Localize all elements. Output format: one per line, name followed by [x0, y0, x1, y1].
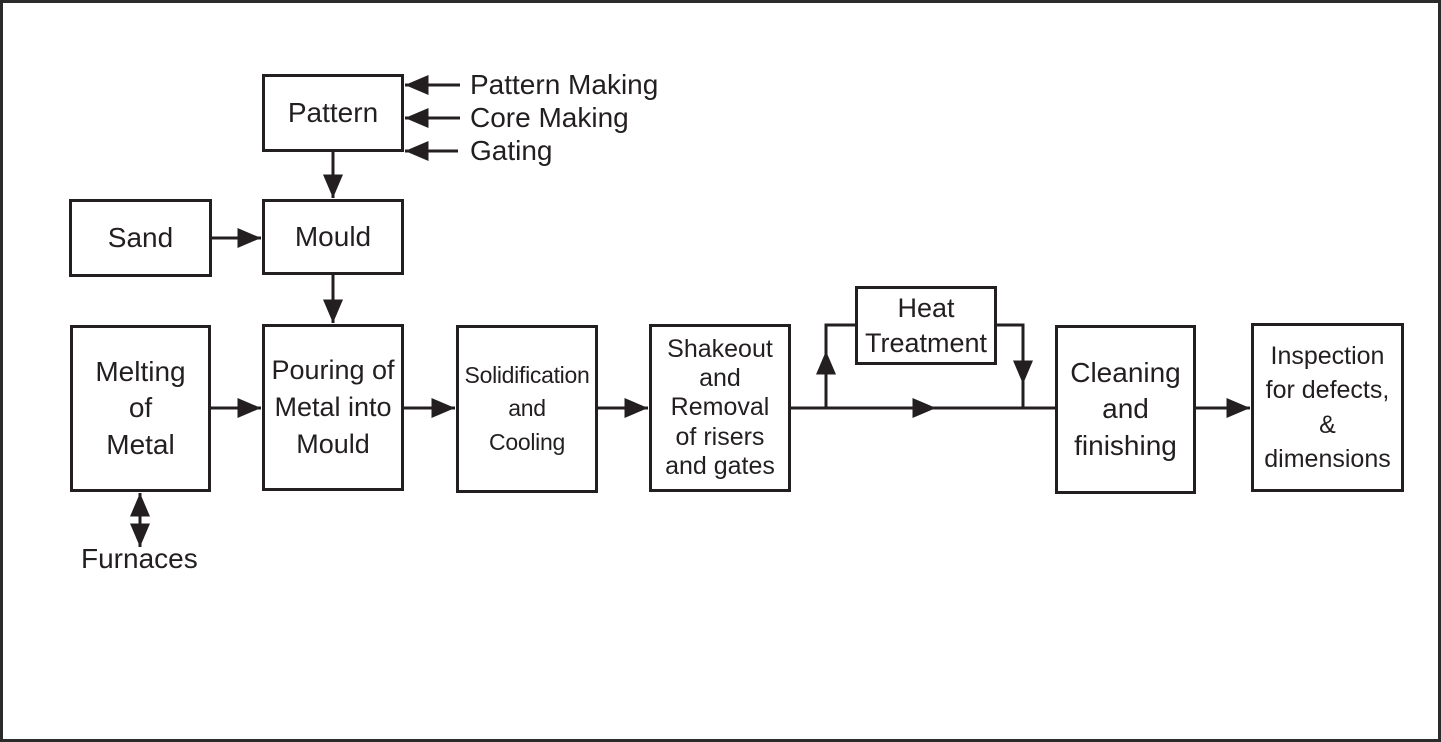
node-pattern-label: Pattern	[287, 96, 379, 128]
node-melting-of-metal: Melting of Metal	[70, 325, 211, 492]
label-core-making: Core Making	[470, 102, 629, 133]
node-cleaning-and-finishing: Cleaning and finishing	[1055, 325, 1196, 494]
label-gating: Gating	[470, 135, 553, 166]
node-sand: Sand	[69, 199, 212, 277]
label-furnaces: Furnaces	[81, 543, 198, 574]
node-heat-treatment-label: Heat Treatment	[864, 293, 988, 358]
node-mould-label: Mould	[294, 220, 372, 252]
node-pouring-of-metal-into-mould: Pouring of Metal into Mould	[262, 324, 404, 491]
node-solidification-label: Solidification and Cooling	[464, 361, 590, 455]
node-cleaning-label: Cleaning and finishing	[1070, 356, 1181, 461]
label-pattern-making: Pattern Making	[470, 69, 659, 100]
node-shakeout-label: Shakeout and Removal of risers and gates	[665, 334, 775, 480]
connector-heat-treatment-down-to-main	[995, 323, 1033, 408]
node-shakeout-and-removal: Shakeout and Removal of risers and gates	[649, 324, 791, 492]
node-pattern: Pattern	[262, 74, 404, 152]
node-solidification-and-cooling: Solidification and Cooling	[456, 325, 598, 493]
connector-bypass-up-to-heat-treatment	[816, 323, 857, 408]
node-heat-treatment: Heat Treatment	[855, 286, 997, 365]
node-inspection-label: Inspection for defects, & dimensions	[1264, 341, 1391, 474]
node-pouring-label: Pouring of Metal into Mould	[271, 355, 395, 459]
connector-layer	[130, 75, 1250, 547]
node-sand-label: Sand	[107, 221, 174, 253]
node-mould: Mould	[262, 199, 404, 275]
node-inspection-for-defects: Inspection for defects, & dimensions	[1251, 323, 1404, 492]
node-melting-of-metal-label: Melting of Metal	[95, 355, 186, 460]
